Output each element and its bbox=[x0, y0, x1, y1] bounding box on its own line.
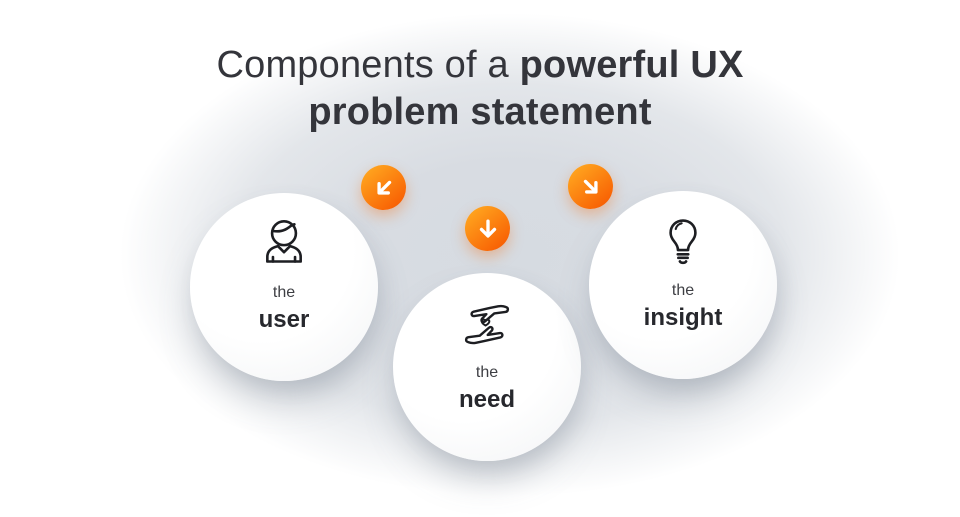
circle-content: the insight bbox=[643, 213, 723, 333]
circle-prefix: the bbox=[272, 284, 296, 301]
user-icon bbox=[253, 215, 315, 277]
circle-content: the user bbox=[253, 215, 315, 335]
title-bold-part-2: problem statement bbox=[308, 91, 652, 134]
arrow-down-right-icon bbox=[572, 168, 609, 205]
component-circle-user: the user bbox=[190, 193, 378, 381]
circle-prefix: the bbox=[475, 364, 499, 381]
lightbulb-icon bbox=[652, 213, 714, 275]
arrow-down-left-icon bbox=[365, 169, 402, 206]
component-circle-insight: the insight bbox=[589, 191, 777, 379]
arrow-badge-need bbox=[465, 206, 510, 251]
circle-prefix: the bbox=[671, 282, 695, 299]
circle-label: insight bbox=[643, 304, 723, 331]
arrow-badge-user bbox=[361, 165, 406, 210]
arrow-badge-insight bbox=[568, 164, 613, 209]
title-bold-part-1: powerful UX bbox=[519, 44, 744, 86]
circle-label: need bbox=[458, 386, 515, 413]
circle-label: user bbox=[258, 306, 310, 333]
title-regular-part: Components of a bbox=[216, 44, 509, 86]
circle-content: the need bbox=[456, 295, 518, 415]
page-title: Components of a powerful UX problem stat… bbox=[0, 42, 960, 136]
component-circle-need: the need bbox=[393, 273, 581, 461]
arrow-down-icon bbox=[475, 216, 501, 242]
hands-heart-icon bbox=[456, 295, 518, 357]
